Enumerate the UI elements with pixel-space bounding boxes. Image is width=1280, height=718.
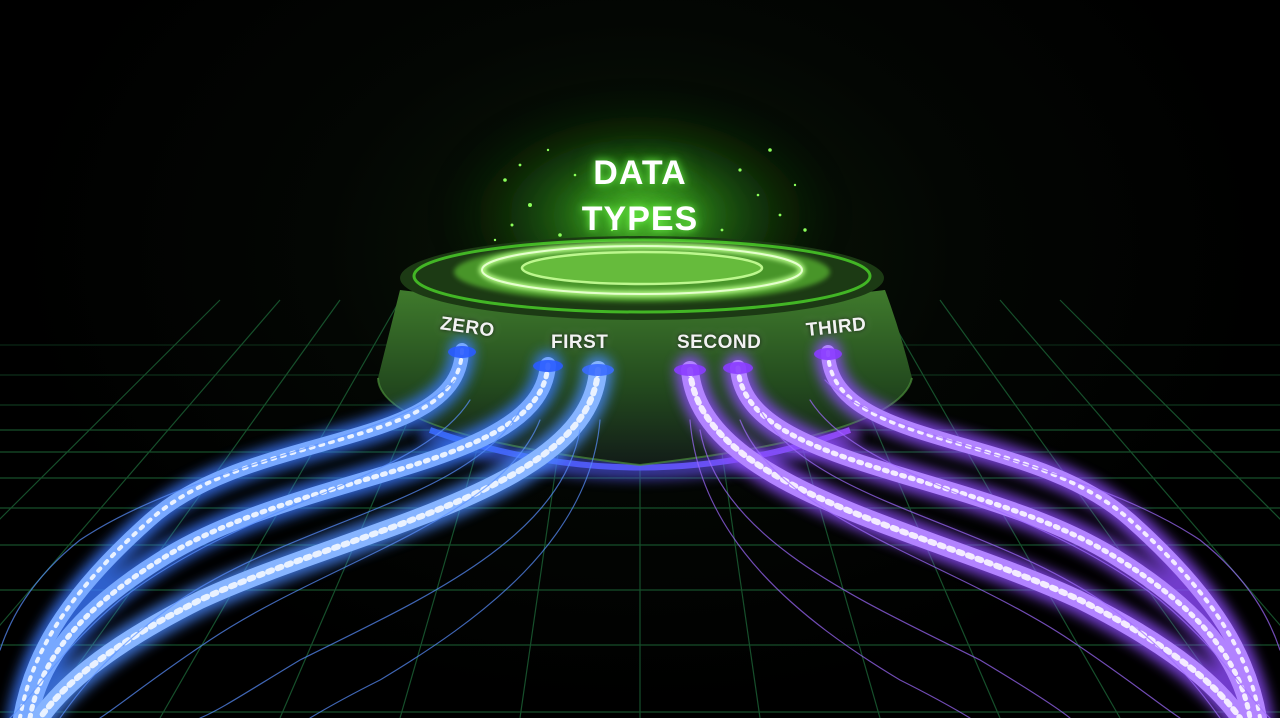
title-line-2: TYPES (540, 196, 740, 242)
title-line-1: DATA (540, 150, 740, 196)
label-first: FIRST (551, 332, 608, 354)
label-second: SECOND (677, 332, 761, 354)
page-title: DATA TYPES (540, 150, 740, 242)
